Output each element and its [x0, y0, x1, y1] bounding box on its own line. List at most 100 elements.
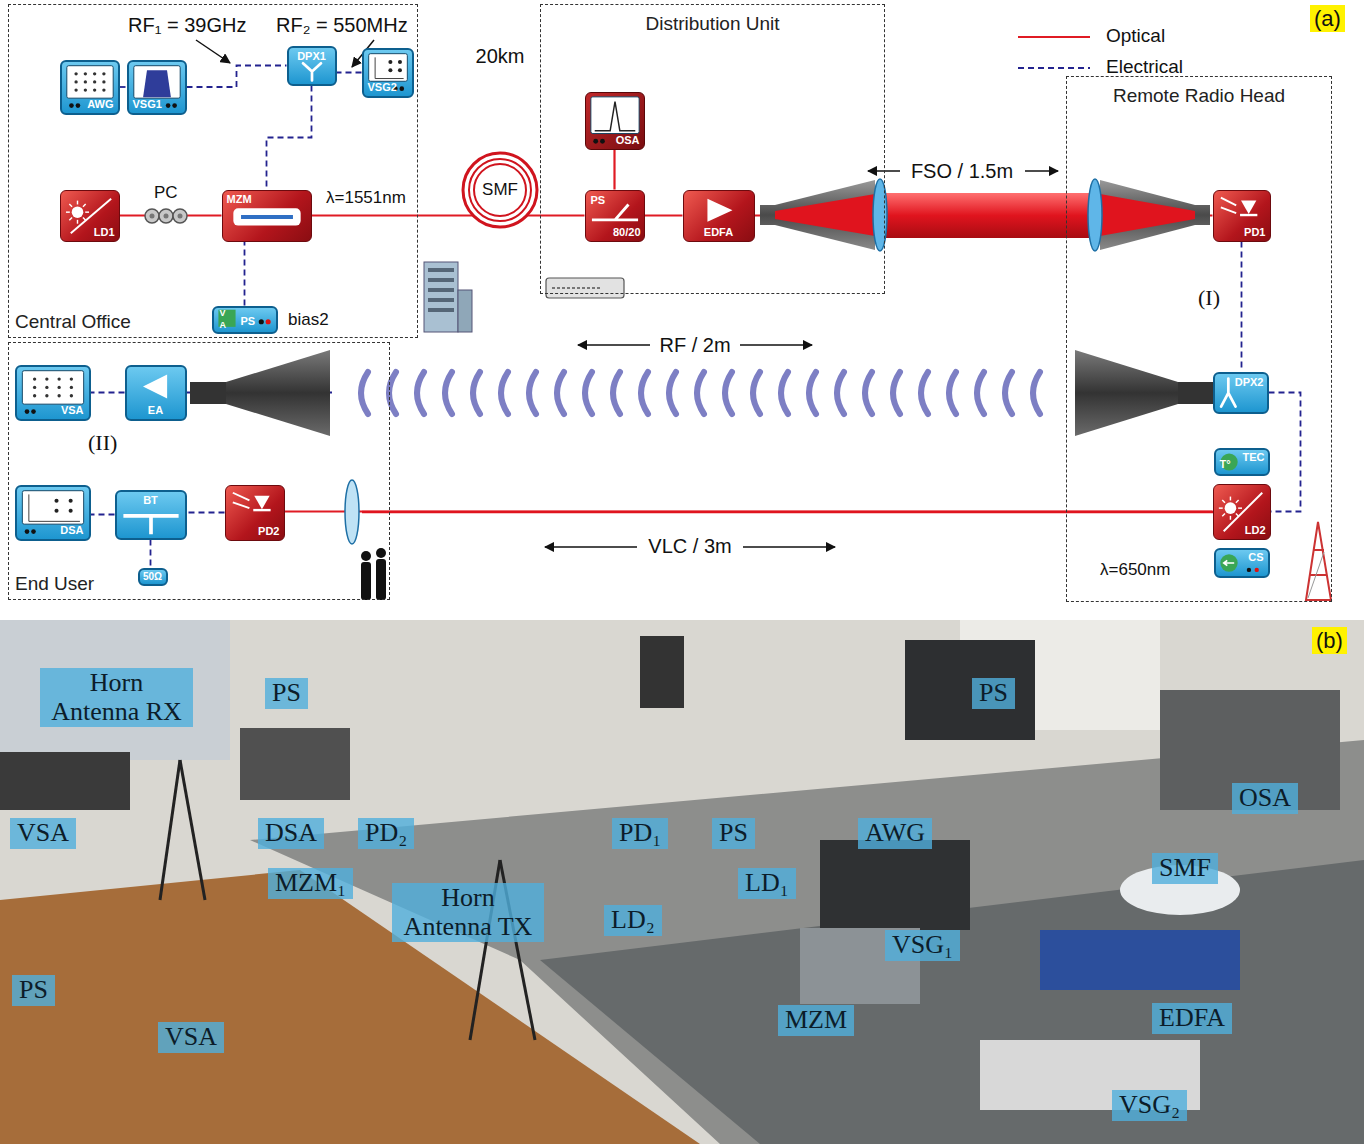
screen: [133, 65, 179, 97]
photo-label: SMF: [1152, 853, 1218, 884]
component-label: AWG: [865, 819, 925, 848]
component-label: MZM: [785, 1006, 847, 1035]
knob: [24, 529, 29, 534]
dot: [45, 377, 48, 380]
modulator: MZM: [222, 190, 312, 242]
signal-arrows: [196, 40, 374, 67]
dot: [57, 377, 60, 380]
photo-label: EDFA: [1152, 1003, 1232, 1034]
diode-symbol: [254, 495, 269, 509]
component-label: VSG₂: [1119, 1091, 1180, 1120]
component-label: 50Ω: [143, 571, 162, 582]
laser-ray: [1222, 513, 1225, 516]
central-office-box: Central OfficeAWGVSG1DPX1VSG2LD1MZMVAPS: [8, 4, 418, 338]
fso-link: [760, 179, 1210, 251]
group-title: Central Office: [15, 311, 131, 333]
people-silhouette: [361, 548, 386, 600]
laser-symbol: [71, 206, 83, 218]
power-supply: VAPS: [212, 306, 278, 334]
component-label: OSA: [616, 134, 640, 146]
modulator-electrode: [241, 215, 293, 219]
annotation-label: bias2: [288, 310, 329, 330]
group-title: Distribution Unit: [645, 13, 779, 35]
dot: [69, 377, 72, 380]
power-splitter: PS80/20: [585, 190, 645, 242]
dot: [83, 72, 86, 75]
component-label: SMF: [1159, 854, 1211, 883]
component-label: PS: [272, 679, 301, 708]
electrical-wire: [337, 72, 362, 74]
component-label: V: [220, 309, 226, 319]
annotation-label: VLC / 3m: [648, 535, 731, 558]
component-label: EDFA: [1159, 1004, 1225, 1033]
electrical-wire: [267, 86, 312, 190]
photo-label: MZM₁: [268, 868, 353, 899]
axis: [28, 494, 79, 521]
screen: [590, 96, 638, 133]
building-icon: [424, 262, 472, 332]
knob: [24, 409, 29, 414]
photo-label: Horn Antenna RX: [40, 668, 193, 727]
diode-symbol: [1241, 200, 1256, 213]
vlc-beam: [345, 480, 1213, 544]
laser-ray: [85, 211, 89, 212]
laser-symbol: [1224, 502, 1236, 514]
awg-instrument: AWG: [60, 60, 120, 115]
dot: [74, 72, 77, 75]
component-label: TEC: [1243, 451, 1265, 463]
component-label: VSA: [165, 1023, 217, 1052]
component-label: OSA: [1239, 784, 1291, 813]
photo-label: DSA: [258, 818, 324, 849]
annotation-label: RF₁ = 39GHz: [128, 14, 246, 37]
legend-text: Optical: [1106, 25, 1165, 47]
light-arrow: [1220, 197, 1235, 205]
annotation-label: (a): [1310, 5, 1345, 32]
lab-photo: [0, 620, 1364, 1144]
component-label: DPX1: [297, 50, 326, 62]
dot: [102, 72, 105, 75]
annotation-label: 20km: [476, 45, 525, 68]
dot: [92, 72, 95, 75]
spectrum: [143, 70, 171, 97]
laser-ray: [82, 203, 85, 206]
annotation-label: RF₂ = 550MHz: [276, 14, 408, 37]
spectrum-analyzer: OSA: [585, 92, 645, 150]
component-label: PD₂: [365, 819, 407, 848]
dot: [45, 385, 48, 388]
knob: [31, 529, 36, 534]
dot: [397, 59, 401, 63]
dot: [68, 508, 72, 512]
dot: [83, 88, 86, 91]
fiber-spool: [463, 153, 537, 227]
light-arrow: [1220, 207, 1235, 213]
electrical-wire: [187, 66, 287, 88]
component-label: PD2: [258, 525, 279, 537]
optical-sample: [1018, 36, 1090, 38]
laser-ray: [69, 217, 72, 220]
annotation-label: (b): [1312, 627, 1347, 654]
laser-ray: [76, 200, 77, 204]
annotation-label: λ=650nm: [1100, 560, 1170, 580]
screen: [66, 65, 112, 97]
dot: [388, 59, 392, 63]
component-label: DSA: [60, 524, 83, 536]
component-label: BT: [143, 494, 158, 506]
photodiode: PD1: [1213, 190, 1271, 242]
diplexer-symbol: [1221, 378, 1235, 406]
electrical-wire: [1241, 242, 1243, 372]
diode-bar: [1240, 213, 1257, 215]
photo-label: PS: [12, 975, 55, 1006]
remote-radio-head-box: Remote Radio HeadPD1DPX2T°TECLD2CS: [1066, 76, 1332, 602]
component-label: Horn Antenna RX: [47, 669, 186, 726]
legend-text: Electrical: [1106, 56, 1183, 78]
component-label: DPX2: [1235, 376, 1264, 388]
knob: [75, 103, 80, 108]
photo-label: MZM: [778, 1005, 854, 1036]
electrical-wire: [91, 514, 115, 516]
annotation-label: (II): [88, 430, 117, 455]
axis: [375, 57, 404, 78]
photodiode: PD2: [225, 485, 285, 541]
laser-ray: [1218, 507, 1222, 508]
dot: [69, 394, 72, 397]
dot: [388, 68, 392, 72]
